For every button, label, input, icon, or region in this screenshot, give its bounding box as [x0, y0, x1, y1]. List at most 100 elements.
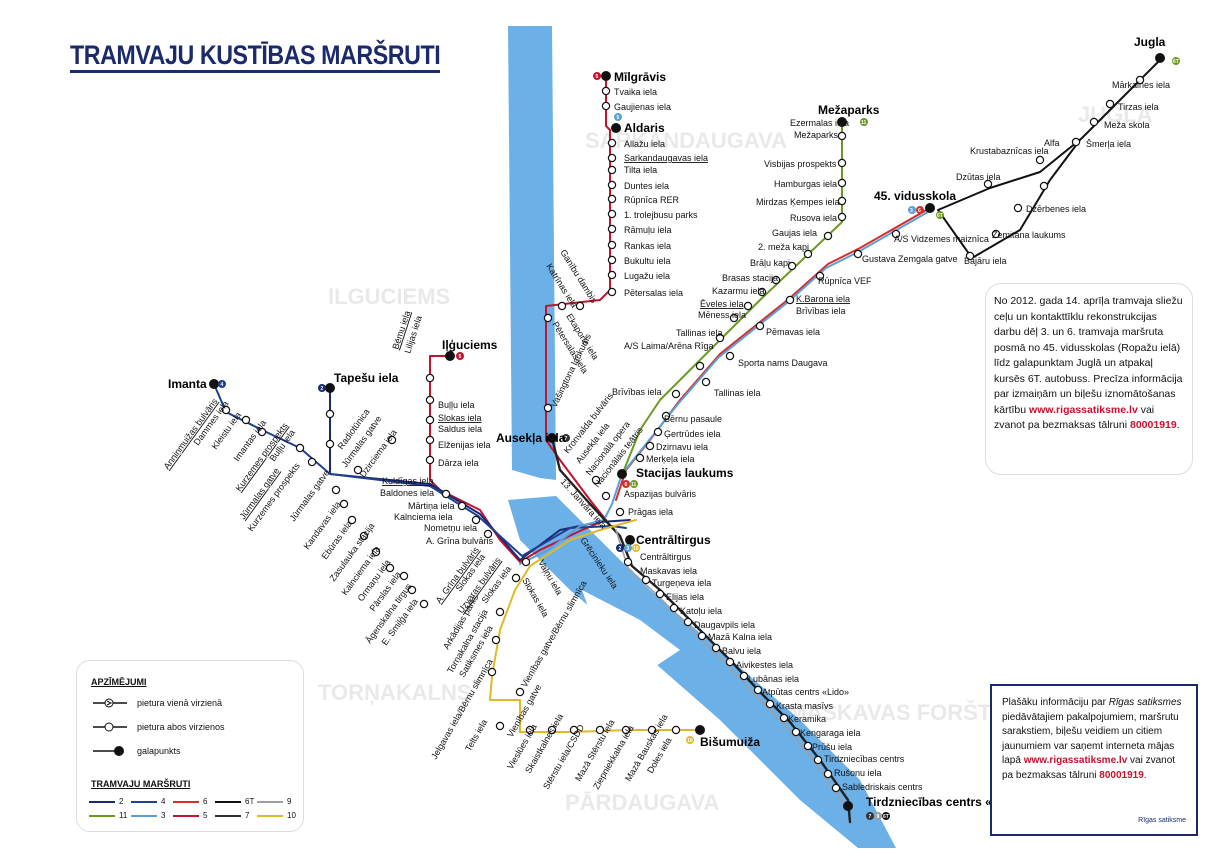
terminal-imanta: Imanta: [168, 377, 207, 391]
terminal-dot-aldaris: [611, 123, 621, 133]
terminal-dole-text: Tirdzniecības centrs «Dole»: [866, 795, 1025, 809]
svg-text:Rāmuļu iela: Rāmuļu iela: [624, 225, 672, 235]
svg-text:Tirzas iela: Tirzas iela: [1118, 102, 1159, 112]
svg-text:Gaujienas iela: Gaujienas iela: [614, 102, 671, 112]
svg-text:Hamburgas iela: Hamburgas iela: [774, 179, 837, 189]
terminal-dot-stacijas: [617, 469, 627, 479]
legend-route-10: 10: [257, 811, 296, 820]
legend-route-6: 6: [173, 797, 207, 806]
stop-labels-mezaparks: Ezermalas iela Mežaparks Visbijas prospe…: [612, 118, 849, 424]
svg-text:Sarkandaugavas iela: Sarkandaugavas iela: [624, 153, 708, 163]
notice-mid: vai zvanot pa bezmaksas tālruni: [994, 403, 1155, 432]
construction-notice: No 2012. gada 14. aprīļa tramvaja sliežu…: [985, 283, 1193, 475]
svg-text:Lubānas iela: Lubānas iela: [748, 674, 799, 684]
svg-text:6: 6: [625, 482, 628, 488]
stop-labels-imanta: Anniņmuižas bulvāris Dammes iela Kleistu…: [162, 396, 399, 533]
terminal-dot-centraltirgus: [625, 535, 635, 545]
svg-text:A. Grīna bulvāris: A. Grīna bulvāris: [426, 536, 494, 546]
stop-labels-dole: Centrāltirgus Maskavas iela Turgeņeva ie…: [640, 552, 923, 792]
svg-text:K.Barona iela: K.Barona iela: [796, 294, 850, 304]
svg-text:Dzūtas iela: Dzūtas iela: [956, 172, 1001, 182]
svg-text:7: 7: [565, 436, 568, 442]
svg-text:Prūšu iela: Prūšu iela: [812, 742, 852, 752]
svg-text:Merķeļa iela: Merķeļa iela: [646, 454, 695, 464]
svg-text:Mežaparks: Mežaparks: [794, 130, 839, 140]
svg-text:Rūpnīca VEF: Rūpnīca VEF: [818, 276, 872, 286]
svg-text:Rūpnīca RER: Rūpnīca RER: [624, 195, 680, 205]
legend-route-6t: 6T: [215, 797, 254, 806]
watermark-pardaugava: PĀRDAUGAVA: [565, 790, 720, 815]
terminal-dot-mezaparks: [837, 117, 847, 127]
svg-text:Rankas iela: Rankas iela: [624, 241, 671, 251]
terminal-ausekla: Ausekļa iela: [496, 431, 566, 445]
info-phone[interactable]: 80001919: [1099, 769, 1144, 781]
watermark-ilguciems: ILGUCIEMS: [328, 284, 450, 309]
svg-text:Tilta iela: Tilta iela: [624, 165, 657, 175]
svg-text:Tallinas iela: Tallinas iela: [676, 328, 723, 338]
svg-text:Vienības gatve: Vienības gatve: [505, 683, 543, 739]
terminal-markers: [209, 53, 1165, 811]
svg-text:Kuldīgas iela: Kuldīgas iela: [382, 476, 434, 486]
route-6t-line: [937, 59, 1161, 259]
terminal-tapesu: Tapešu iela: [334, 371, 399, 385]
svg-text:Gustava Zemgala gatve: Gustava Zemgala gatve: [862, 254, 958, 264]
svg-text:Elijas iela: Elijas iela: [666, 592, 704, 602]
svg-text:Allažu iela: Allažu iela: [624, 139, 665, 149]
legend-route-5: 5: [173, 811, 207, 820]
svg-text:2: 2: [321, 386, 324, 392]
svg-text:Lugažu iela: Lugažu iela: [624, 271, 670, 281]
route-badges: 5 5 11 6T 3 6 6T 4 2 5 7 6 11 2 3 10 10 …: [218, 57, 1180, 820]
terminal-dot-ilguciems: [445, 351, 455, 361]
svg-text:Bukultu iela: Bukultu iela: [624, 256, 671, 266]
svg-text:Slokas iela: Slokas iela: [438, 413, 482, 423]
legend-both-directions: pietura abos virzienos: [137, 722, 225, 732]
svg-text:Prāgas iela: Prāgas iela: [628, 507, 673, 517]
svg-text:Baldones iela: Baldones iela: [380, 488, 434, 498]
info-box: Plašāku informāciju par Rīgas satiksmes …: [990, 684, 1198, 836]
svg-text:Meža skola: Meža skola: [1104, 120, 1150, 130]
notice-phone[interactable]: 80001919: [1130, 419, 1177, 431]
svg-text:10: 10: [687, 738, 693, 744]
terminal-stacijas: Stacijas laukums: [636, 466, 734, 480]
legend-heading: APZĪMĒJUMI: [91, 677, 147, 687]
svg-text:Aspazijas bulvāris: Aspazijas bulvāris: [624, 489, 697, 499]
svg-text:Dzirnavu iela: Dzirnavu iela: [656, 442, 708, 452]
terminal-milgravis: Mīlgrāvis: [614, 70, 666, 84]
svg-text:Brīvības iela: Brīvības iela: [612, 387, 662, 397]
svg-text:Tallinas iela: Tallinas iela: [714, 388, 761, 398]
svg-text:Rusova iela: Rusova iela: [790, 213, 837, 223]
terminal-centraltirgus: Centrāltirgus: [636, 533, 711, 547]
svg-text:Alfa: Alfa: [1044, 138, 1060, 148]
svg-text:6: 6: [918, 208, 921, 214]
svg-text:Anniņmuižas bulvāris: Anniņmuižas bulvāris: [162, 396, 220, 471]
brand-italic: Rīgas satiksmes: [1108, 697, 1182, 708]
notice-website-link[interactable]: www.rigassatiksme.lv: [1029, 403, 1138, 416]
svg-text:Bērnu pasaule: Bērnu pasaule: [664, 414, 722, 424]
svg-text:Ezermalas iela: Ezermalas iela: [790, 118, 849, 128]
terminal-45-vidusskola: 45. vidusskola: [874, 189, 956, 203]
terminal-mezaparks: Mežaparks: [818, 103, 880, 117]
svg-text:Zemitāna laukums: Zemitāna laukums: [992, 230, 1066, 240]
svg-text:11: 11: [861, 120, 867, 126]
svg-text:Balvu iela: Balvu iela: [722, 646, 761, 656]
info-website-link[interactable]: www.rigassatiksme.lv: [1023, 755, 1128, 766]
svg-text:Centrāltirgus: Centrāltirgus: [640, 552, 692, 562]
terminal-dot-45-vidusskola: [925, 203, 935, 213]
svg-text:Šmerļa iela: Šmerļa iela: [1086, 139, 1131, 149]
svg-text:Turgeņeva iela: Turgeņeva iela: [652, 578, 711, 588]
svg-text:Daugavpils iela: Daugavpils iela: [694, 620, 755, 630]
svg-text:3: 3: [910, 208, 913, 214]
svg-text:4: 4: [221, 382, 224, 388]
rigas-satiksme-logo: Rīgas satiksme: [1138, 816, 1186, 824]
svg-text:Sabledriskais centrs: Sabledriskais centrs: [842, 782, 923, 792]
title-underline: [70, 70, 440, 73]
svg-text:Tirdzniecības centrs: Tirdzniecības centrs: [824, 754, 905, 764]
svg-text:Maskavas iela: Maskavas iela: [640, 566, 697, 576]
svg-text:Saldus iela: Saldus iela: [438, 424, 482, 434]
terminal-dot-tapesu: [325, 383, 335, 393]
svg-text:Nometņu iela: Nometņu iela: [424, 523, 477, 533]
svg-text:Ēveles iela: Ēveles iela: [700, 299, 744, 309]
svg-text:Rušonu iela: Rušonu iela: [834, 768, 882, 778]
svg-text:Mārtiņa iela: Mārtiņa iela: [408, 501, 455, 511]
svg-text:Brīvības iela: Brīvības iela: [796, 306, 846, 316]
